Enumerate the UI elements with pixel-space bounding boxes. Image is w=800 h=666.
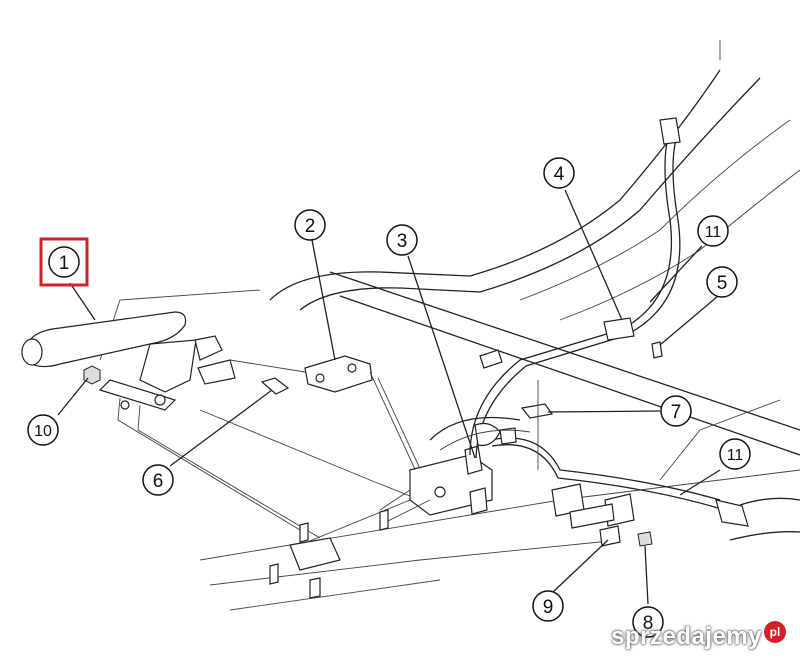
- watermark-logo: sprzedajemy pl: [611, 621, 786, 652]
- callout-11-lower: 11: [719, 438, 751, 470]
- callout-10: 10: [27, 414, 59, 446]
- guide-bracket-part-2: [229, 355, 429, 487]
- callout-8: 8: [632, 606, 664, 638]
- svg-text:11: 11: [727, 447, 744, 464]
- svg-text:10: 10: [34, 423, 52, 440]
- svg-text:7: 7: [671, 402, 682, 423]
- watermark-text: sprzedajemy: [611, 623, 762, 650]
- svg-text:3: 3: [397, 231, 408, 252]
- bolt-part-8: [637, 531, 653, 547]
- rear-bracket-part-9: [551, 483, 635, 547]
- callout-1-highlight: [39, 237, 89, 287]
- bracket-part-6: [199, 377, 421, 501]
- brake-cables: [429, 117, 749, 527]
- svg-text:9: 9: [543, 597, 554, 618]
- callout-9: 9: [532, 590, 564, 622]
- leader-lines: [57, 189, 721, 605]
- callout-1: 1: [48, 246, 80, 278]
- callout-4: 4: [543, 157, 575, 189]
- callout-2: 2: [294, 209, 326, 241]
- callout-6: 6: [142, 464, 174, 496]
- handbrake-lever: [21, 311, 321, 539]
- svg-text:11: 11: [705, 224, 722, 241]
- callout-7: 7: [660, 395, 692, 427]
- callout-11-upper: 11: [697, 215, 729, 247]
- vehicle-floor-outline: [99, 40, 800, 611]
- equalizer-assembly: [269, 445, 493, 599]
- clip-part-7: [520, 380, 554, 470]
- svg-text:2: 2: [305, 216, 316, 237]
- svg-text:1: 1: [59, 253, 70, 274]
- svg-text:5: 5: [717, 273, 728, 294]
- callout-5: 5: [706, 266, 738, 298]
- svg-text:4: 4: [554, 164, 565, 185]
- watermark-badge: pl: [764, 621, 786, 643]
- nut-part-10: [83, 365, 101, 385]
- svg-text:8: 8: [643, 613, 654, 634]
- callout-3: 3: [386, 224, 418, 256]
- svg-text:6: 6: [153, 471, 164, 492]
